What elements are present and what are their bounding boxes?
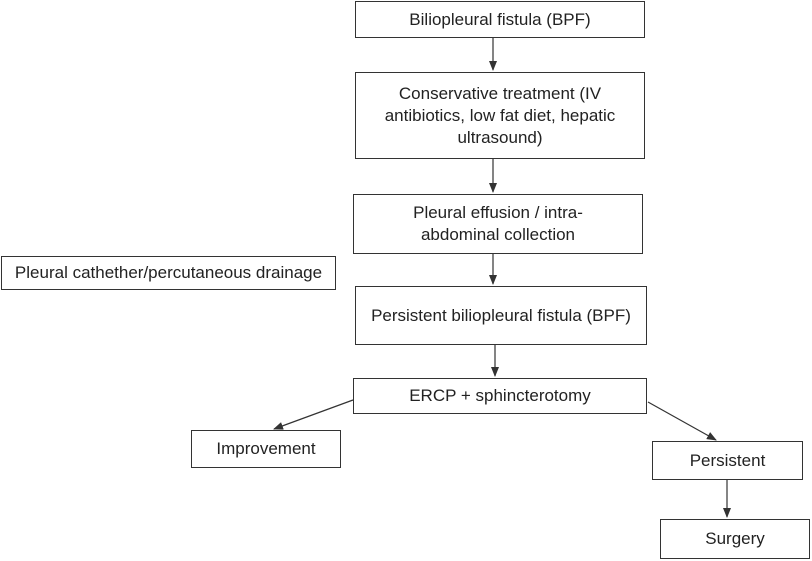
node-biliopleural-fistula: Biliopleural fistula (BPF) <box>355 1 645 38</box>
node-pleural-effusion: Pleural effusion / intra-abdominal colle… <box>353 194 643 254</box>
node-surgery: Surgery <box>660 519 810 559</box>
arrow-ercp-to-persistent <box>647 401 717 441</box>
node-improvement: Improvement <box>191 430 341 468</box>
arrow-ercp-to-improvement <box>273 399 354 430</box>
node-pleural-drainage: Pleural cathether/percutaneous drainage <box>1 256 336 290</box>
node-persistent: Persistent <box>652 441 803 480</box>
node-ercp-sphincterotomy: ERCP + sphincterotomy <box>353 378 647 414</box>
node-conservative-treatment: Conservative treatment (IV antibiotics, … <box>355 72 645 159</box>
node-persistent-bpf: Persistent biliopleural fistula (BPF) <box>355 286 647 345</box>
